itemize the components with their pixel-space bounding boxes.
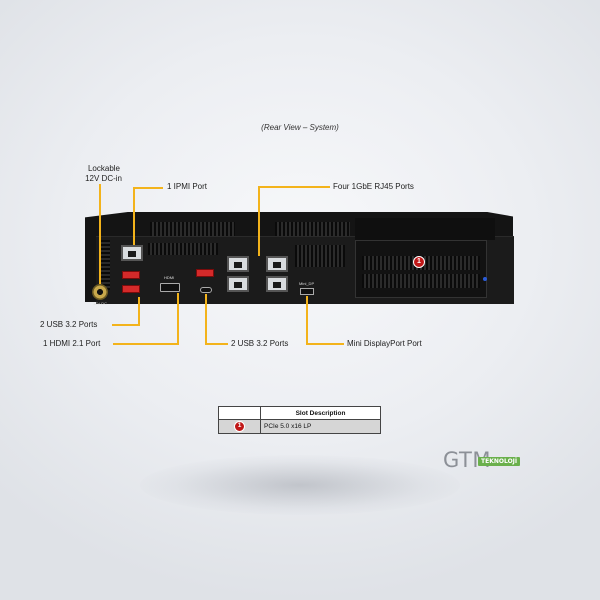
callout-usb-left: 2 USB 3.2 Ports [40,320,98,329]
rj45-port-3 [227,276,249,292]
hdmi-silkscreen: HDMI [164,275,175,280]
usb-port-left-2 [122,285,140,293]
leader-minidp-v [306,296,308,344]
pcie-slot-badge: 1 [413,256,425,268]
leader-rj45-v [258,186,260,256]
slot-number-badge: 1 [234,421,245,432]
usb-typec-port [200,287,212,293]
pcie-vent-bottom [362,274,480,288]
leader-minidp-h [306,343,344,345]
table-header-badge [218,406,261,420]
hdmi-port [160,283,180,292]
usb-port-mid [196,269,214,277]
top-vent-mid [275,222,350,236]
leader-rj45-h [258,186,330,188]
side-vent [100,240,110,290]
leader-ipmi-h [133,187,163,189]
rj45-port-1 [227,256,249,272]
top-panel-dark [355,218,495,240]
callout-dc-in-line2: 12V DC-in [85,174,122,183]
leader-ipmi-v [133,187,135,245]
leader-dc-in [99,184,101,284]
floor-shadow [140,455,460,515]
leader-usb-left-h [112,324,140,326]
table-header-description: Slot Description [260,406,381,420]
top-vent-left [150,222,235,236]
callout-dc-in-line1: Lockable [87,164,120,173]
callout-ipmi: 1 IPMI Port [167,182,208,191]
table-header-row: Slot Description [218,406,381,420]
image-caption: (Rear View – System) [261,123,339,132]
callout-rj45: Four 1GbE RJ45 Ports [333,182,414,191]
callout-hdmi: 1 HDMI 2.1 Port [43,339,101,348]
minidp-port [300,288,314,295]
table-cell-description: PCIe 5.0 x16 LP [260,419,381,434]
callout-minidp: Mini DisplayPort Port [347,339,422,348]
io-vent-right [295,245,345,267]
io-vent-upper [148,243,218,255]
gtm-logo-tag: TEKNOLOJİ [478,457,521,466]
rj45-port-4 [266,276,288,292]
dc-silkscreen: 12V DC [93,301,108,306]
leader-usb-mid-h [205,343,228,345]
table-cell-badge: 1 [218,419,261,434]
callout-usb-mid: 2 USB 3.2 Ports [231,339,289,348]
minidp-silkscreen: Mini_DP [299,281,315,286]
leader-usb-left-v [138,297,140,325]
table-row: 1 PCIe 5.0 x16 LP [218,419,381,434]
leader-hdmi-v [177,293,179,344]
ipmi-port [121,245,143,261]
leader-hdmi-h [113,343,179,345]
dc-in-jack [92,284,108,300]
slot-description-table: Slot Description 1 PCIe 5.0 x16 LP [218,406,381,434]
usb-port-left-1 [122,271,140,279]
power-led [483,277,487,281]
rj45-port-2 [266,256,288,272]
leader-usb-mid-v [205,294,207,344]
